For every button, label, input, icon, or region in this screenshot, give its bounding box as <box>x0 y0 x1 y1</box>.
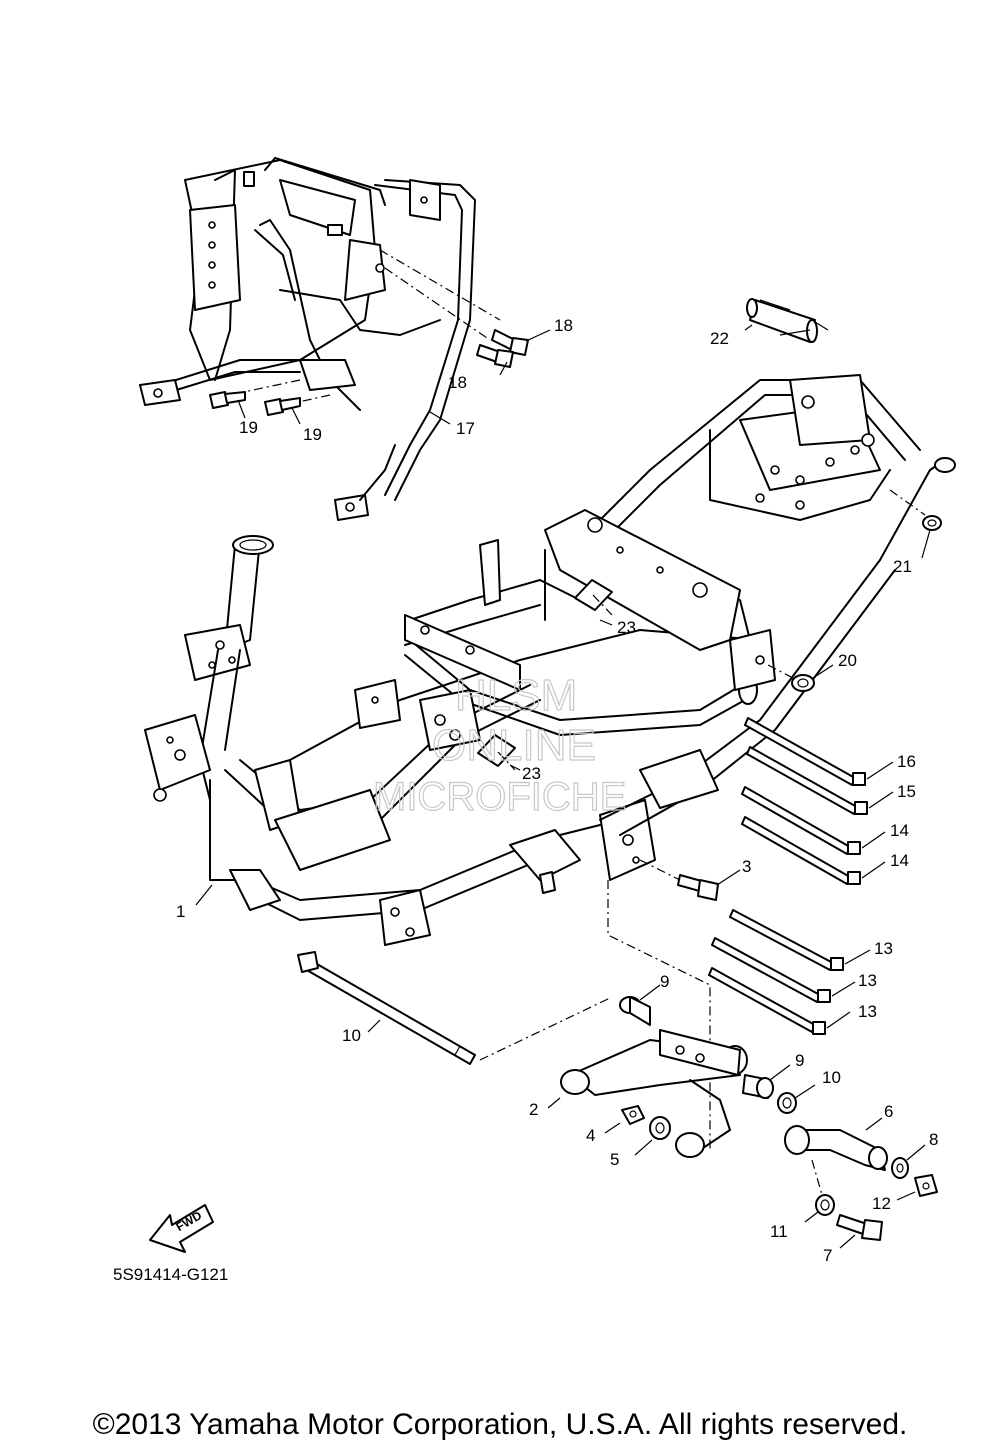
washer-5-drawing <box>649 1116 671 1140</box>
callout-13b: 13 <box>858 971 877 990</box>
callout-19b: 19 <box>303 425 322 444</box>
decal-23-lower-drawing <box>477 734 516 767</box>
callout-10b: 11 <box>770 1222 788 1241</box>
washer-10a-drawing <box>777 1092 797 1114</box>
fwd-arrow-icon: FWD <box>149 1204 214 1253</box>
collar-9a-drawing <box>619 996 651 1026</box>
callout-9b: 9 <box>795 1051 804 1070</box>
bolt-3-drawing <box>639 859 719 901</box>
copyright-notice: ©2013 Yamaha Motor Corporation, U.S.A. A… <box>92 1408 908 1441</box>
callout-7: 7 <box>823 1246 832 1265</box>
main-frame-1-drawing <box>144 374 956 946</box>
watermark-line-3: MICROFICHE <box>373 775 626 819</box>
callout-3: 3 <box>742 857 751 876</box>
callout-23a: 23 <box>617 618 636 637</box>
callout-22: 22 <box>710 329 729 348</box>
collar-9b-drawing <box>742 1074 774 1099</box>
callout-2: 2 <box>529 1100 538 1119</box>
grommet-21-drawing <box>889 489 942 531</box>
callout-18a: 18 <box>554 316 573 335</box>
bolt-19b-drawing <box>264 397 301 416</box>
diagram-code: 5S91414-G121 <box>113 1265 228 1284</box>
washer-10b-drawing <box>811 1159 835 1216</box>
bolt-18a-drawing <box>491 329 529 356</box>
washer-8-drawing <box>891 1157 909 1179</box>
bolt-18b-drawing <box>476 344 514 368</box>
callout-20: 20 <box>838 651 857 670</box>
callout-4: 4 <box>586 1126 595 1145</box>
callout-18b: 18 <box>448 373 467 392</box>
callout-14a: 14 <box>890 821 909 840</box>
arm-6-drawing <box>784 1125 888 1171</box>
callout-16: 16 <box>897 752 916 771</box>
watermark-line-2: ONLINE <box>432 721 596 770</box>
callout-17: 17 <box>456 419 475 438</box>
callout-13c: 13 <box>858 1002 877 1021</box>
callout-1: 1 <box>176 902 185 921</box>
nut-4-drawing <box>621 1105 645 1125</box>
callout-10a: 10 <box>822 1068 841 1087</box>
watermark-line-1: HLSM <box>455 671 577 720</box>
callout-15: 15 <box>897 782 916 801</box>
bracket-17-drawing <box>139 157 476 521</box>
grommet-20-drawing <box>767 664 815 692</box>
bolt-7-drawing <box>836 1214 883 1241</box>
callout-6: 6 <box>884 1102 893 1121</box>
link-2-drawing <box>560 1029 748 1158</box>
callout-13a: 13 <box>874 939 893 958</box>
callout-23b: 23 <box>522 764 541 783</box>
callout-21: 21 <box>893 557 912 576</box>
nut-12-drawing <box>914 1174 938 1197</box>
part-22-drawing <box>744 298 829 343</box>
callout-19a: 19 <box>239 418 258 437</box>
callout-8: 8 <box>929 1130 938 1149</box>
callout-9a: 9 <box>660 972 669 991</box>
bolt-19a-drawing <box>209 391 246 409</box>
callout-14b: 14 <box>890 851 909 870</box>
shaft-11-drawing <box>297 951 476 1065</box>
callout-11: 10 <box>342 1026 361 1045</box>
callout-12: 12 <box>872 1194 891 1213</box>
callout-5: 5 <box>610 1150 619 1169</box>
cable-ties-drawing <box>708 717 868 1035</box>
